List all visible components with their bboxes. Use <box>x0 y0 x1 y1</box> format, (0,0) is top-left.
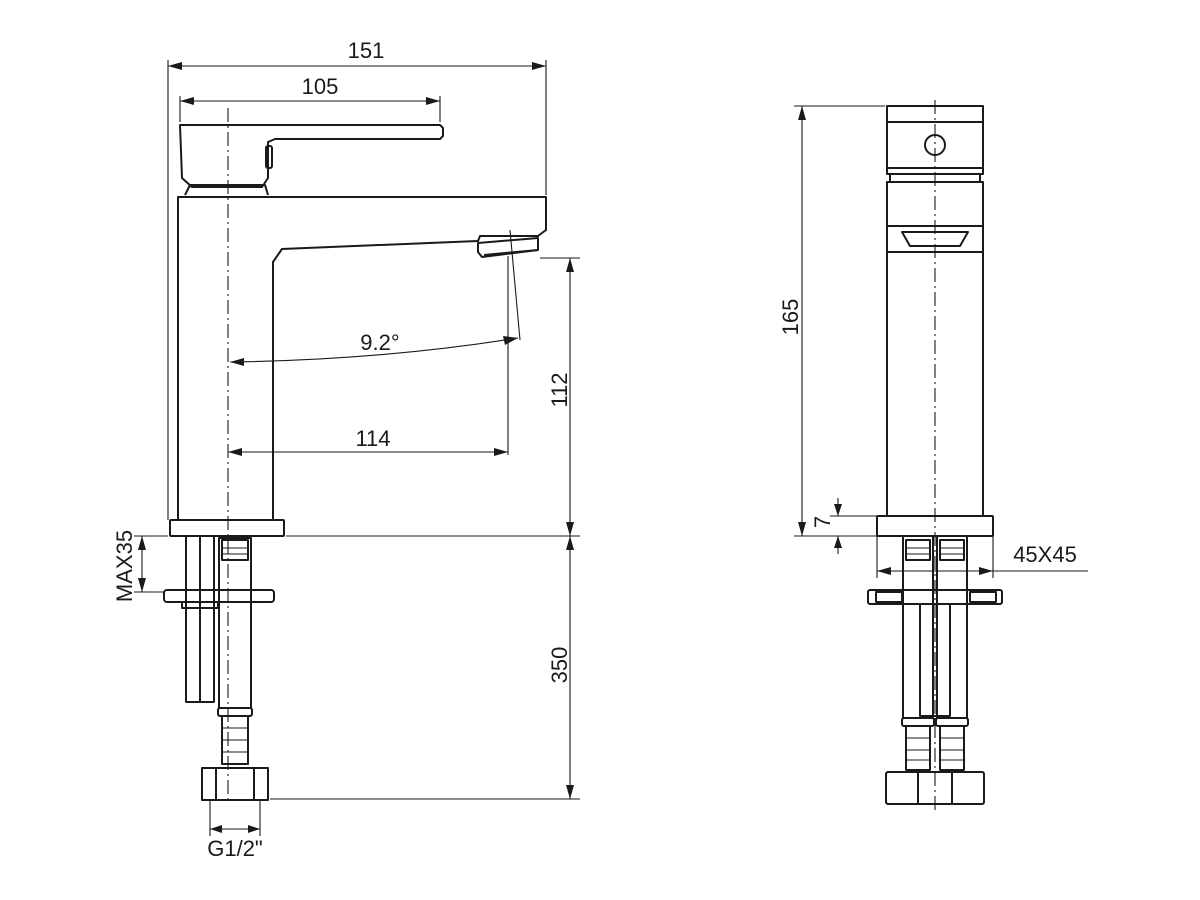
dim-105: 105 <box>302 74 339 99</box>
dim-151: 151 <box>348 38 385 63</box>
dimension-base-size: 45X45 <box>876 536 1088 578</box>
dim-7: 7 <box>810 516 835 528</box>
front-hose-right <box>936 535 968 719</box>
front-aerator <box>901 231 969 247</box>
dimension-deck-thickness: MAX35 <box>112 530 168 602</box>
front-ferrule-left <box>905 725 931 771</box>
dimension-spout-reach: 114 <box>228 426 508 456</box>
dim-g1-2: G1/2" <box>207 836 263 861</box>
front-view <box>867 100 1003 810</box>
dimension-total-height: 165 <box>778 105 885 537</box>
dim-112: 112 <box>547 372 572 407</box>
handle-lever <box>179 124 444 188</box>
dimension-base-height: 7 <box>810 498 877 554</box>
base-plate <box>169 519 285 537</box>
dimension-handle-length: 105 <box>179 74 441 122</box>
hex-nut <box>201 767 269 801</box>
front-hose-left <box>902 535 934 719</box>
inlet-hose <box>218 537 252 709</box>
dimension-spout-height: 112 <box>286 257 580 537</box>
dim-9-2: 9.2° <box>360 330 399 355</box>
dim-350: 350 <box>547 647 572 684</box>
side-view <box>163 108 547 801</box>
front-ferrule-right <box>939 725 965 771</box>
dimension-hose-length: 350 <box>270 536 580 800</box>
dimension-connection-thread: G1/2" <box>207 800 263 861</box>
dim-max35: MAX35 <box>112 530 137 602</box>
front-handle <box>886 105 984 175</box>
tap-body <box>177 196 547 521</box>
handle-screw <box>265 145 273 169</box>
dim-165: 165 <box>778 299 803 336</box>
dim-114: 114 <box>355 426 390 451</box>
dim-45x45: 45X45 <box>1013 542 1077 567</box>
dimension-overall-length: 151 <box>167 38 547 520</box>
dimension-spout-angle: 9.2° <box>229 330 519 366</box>
